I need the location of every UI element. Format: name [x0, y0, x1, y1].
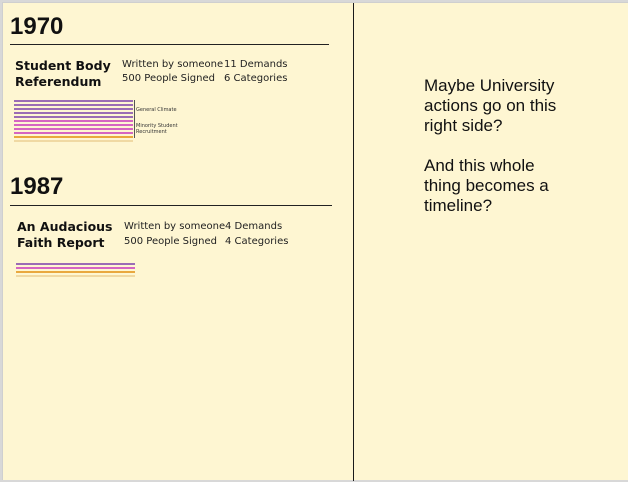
demand-bars-1987	[16, 263, 135, 283]
category-label-minority-recruitment: Minority Student Recruitment	[136, 123, 178, 135]
demand-bar	[14, 132, 133, 135]
year-heading-1987: 1987	[10, 173, 64, 200]
year-rule-1987	[10, 205, 332, 206]
demand-bar	[16, 275, 135, 278]
demand-bars-1970	[14, 100, 133, 146]
note-text-first: Maybe University actions go on this righ…	[424, 76, 557, 135]
demand-bar	[16, 263, 135, 266]
demand-bar	[16, 271, 135, 274]
demand-bar	[14, 116, 133, 119]
demand-bar	[14, 100, 133, 103]
category-label-general-climate: General Climate	[136, 107, 177, 113]
demand-bar	[16, 267, 135, 270]
categories-count-1987: 4 Categories	[225, 236, 289, 247]
demand-bar	[14, 136, 133, 139]
category-bracket-general	[134, 100, 135, 122]
signed-count-1970: 500 People Signed	[122, 73, 215, 84]
demand-bar	[14, 120, 133, 123]
note-text-second: And this whole thing becomes a timeline?	[424, 156, 549, 215]
year-heading-1970: 1970	[10, 13, 64, 40]
demands-count-1970: 11 Demands	[224, 59, 288, 70]
document-title-1970: Student Body Referendum	[15, 58, 111, 89]
demand-bar	[14, 108, 133, 111]
demands-count-1987: 4 Demands	[225, 221, 283, 232]
demand-bar	[14, 128, 133, 131]
categories-count-1970: 6 Categories	[224, 73, 288, 84]
signed-count-1987: 500 People Signed	[124, 236, 217, 247]
author-text-1970: Written by someone	[122, 59, 224, 70]
demand-bar	[14, 124, 133, 127]
document-title-1987: An Audacious Faith Report	[17, 219, 113, 250]
demand-bar	[14, 104, 133, 107]
demand-bar	[14, 112, 133, 115]
author-text-1987: Written by someone	[124, 221, 226, 232]
center-divider	[353, 3, 354, 481]
category-bracket-minority	[134, 122, 135, 138]
year-rule-1970	[10, 44, 329, 45]
demand-bar	[14, 140, 133, 143]
